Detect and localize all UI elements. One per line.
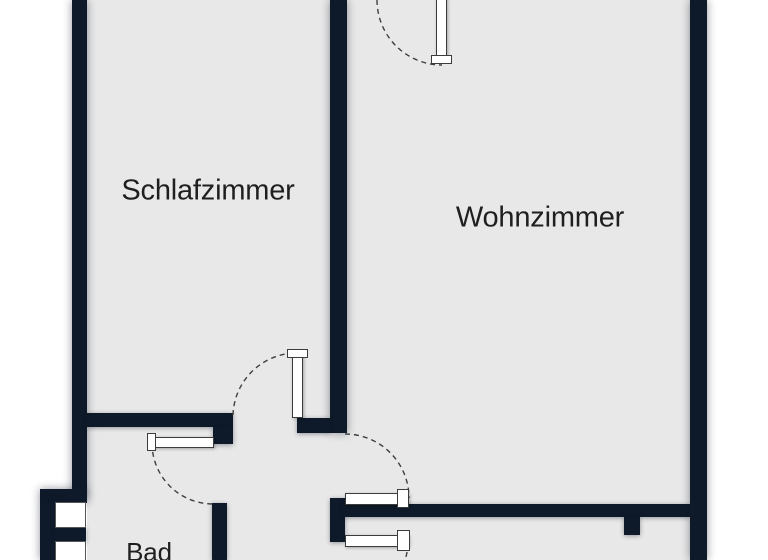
schlafzimmer-bottom-wall	[87, 413, 233, 427]
left-jog-wall	[40, 489, 87, 503]
corridor-door-cap	[397, 530, 410, 551]
right-outer-wall	[690, 0, 707, 560]
divider-wall	[330, 0, 347, 433]
left-lower-outer-wall	[40, 503, 55, 560]
bad-door-swing-arc	[151, 442, 214, 505]
bad-window-mullion	[55, 527, 86, 542]
room-label-schlafzimmer: Schlafzimmer	[121, 174, 295, 207]
entry-door-swing-arc	[376, 0, 443, 66]
bad-right-wall	[212, 503, 227, 560]
entry-door-leaf	[436, 0, 447, 58]
hall-corner-post	[330, 498, 345, 542]
wohnzimmer-door-swing-arc	[344, 433, 410, 499]
wohnzimmer-door-cap	[397, 489, 409, 508]
bad-door-cap	[147, 433, 156, 451]
room-label-bad: Bad	[126, 537, 172, 560]
bottom-stub-wall	[624, 517, 640, 535]
schlafzimmer-door-leaf	[292, 351, 303, 418]
schlafzimmer-door-cap	[287, 349, 308, 358]
bad-door-hinge-stub	[213, 427, 233, 444]
entry-door-cap	[431, 55, 452, 64]
corridor-door-swing-arc	[404, 551, 408, 560]
floor-area	[87, 0, 690, 560]
bad-window-upper-pane	[55, 502, 86, 528]
bad-door-leaf	[150, 437, 214, 448]
wohnzimmer-bottom-wall	[343, 504, 690, 517]
bad-window-lower-pane	[55, 541, 86, 560]
room-label-wohnzimmer: Wohnzimmer	[455, 201, 625, 234]
left-outer-wall	[72, 0, 87, 497]
schlafzimmer-door-swing-arc	[232, 352, 298, 416]
schlafzimmer-door-hinge-wall	[297, 418, 330, 433]
